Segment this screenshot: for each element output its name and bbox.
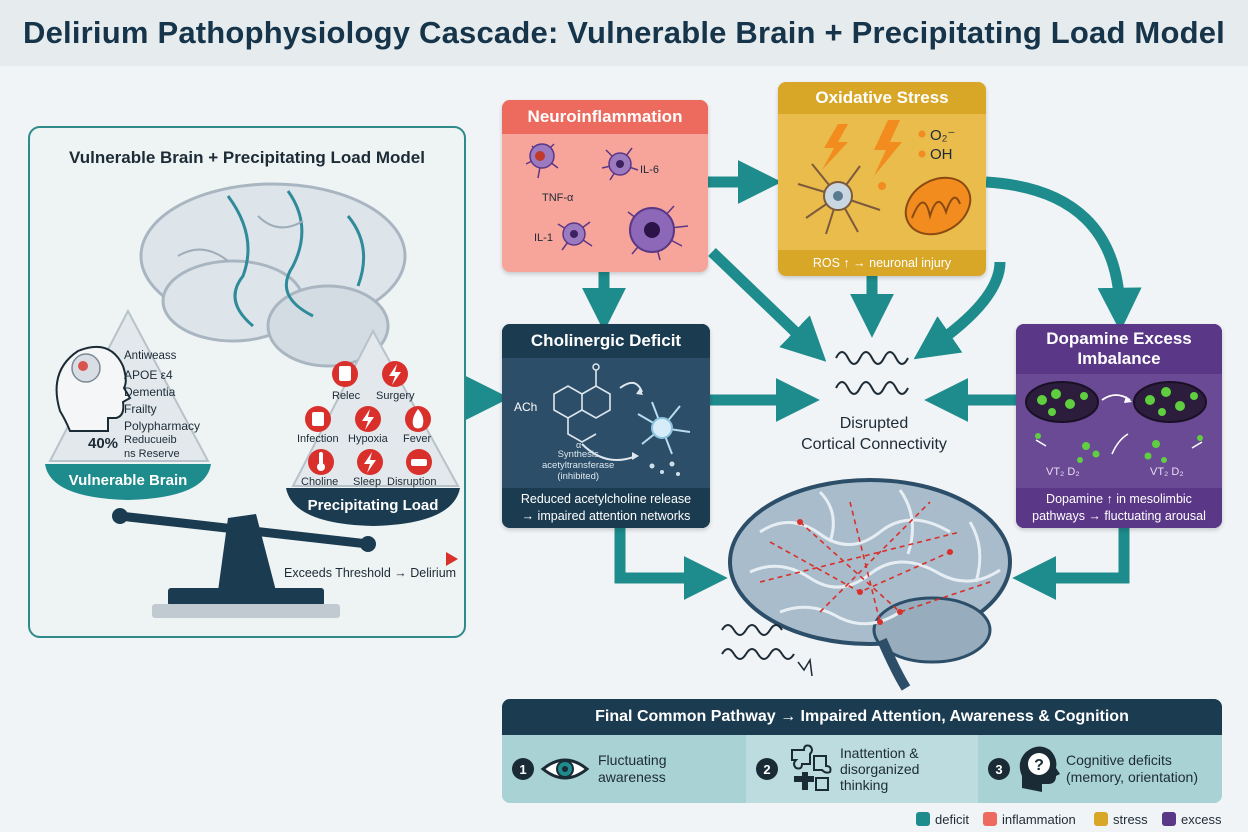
eye-icon: [540, 758, 590, 780]
il1-label: IL-1: [534, 232, 553, 244]
microglia-illustration: [525, 143, 689, 261]
title-bar: Delirium Pathophysiology Cascade: Vulner…: [0, 0, 1248, 66]
legend-label: stress: [1113, 811, 1148, 827]
precip-item-disruption: Disruption: [387, 476, 437, 488]
pathway-text-2: Inattention & disorganized thinking: [840, 744, 920, 794]
arrow-dopamine-to-brain: [1012, 528, 1130, 600]
dopamine-excess-box: Dopamine Excess Imbalance VT₂ D₂ VT₂ D₂ …: [1016, 324, 1222, 528]
vulnerable-pan: [45, 464, 211, 500]
legend-inflammation: inflammation: [983, 810, 1076, 828]
scale-illustration: [45, 182, 460, 618]
legend-swatch: [983, 812, 997, 826]
mitochondria-icon: [904, 176, 972, 236]
legend-stress: stress: [1094, 810, 1148, 828]
precipitating-icons: [305, 361, 432, 475]
pathway-number-3: 3: [988, 758, 1010, 780]
cholinergic-deficit-box: Cholinergic Deficit ACh α Synthesis acet…: [502, 324, 710, 528]
enzyme-mark: α: [576, 440, 582, 450]
precipitating-load-label: Precipitating Load: [307, 497, 439, 514]
precip-item-surgery: Surgery: [376, 390, 415, 402]
pathway-item-3: 3 ? Cognitive deficits (memory, orientat…: [978, 735, 1222, 803]
pathway-item-2: 2 Inattention & disorganized thinking: [746, 735, 978, 803]
legend-excess: excess: [1162, 810, 1221, 828]
svg-text:?: ?: [1034, 757, 1044, 774]
pathway-text-3: Cognitive deficits (memory, orientation): [1066, 752, 1199, 785]
enzyme-label: Synthesis acetyltransferase (inhibited): [542, 449, 615, 482]
cortical-brain-icon: [721, 478, 1012, 691]
final-common-pathway-panel: Final Common Pathway → Impaired Attentio…: [502, 699, 1222, 803]
cholinergic-deficit-title: Cholinergic Deficit: [502, 324, 710, 358]
reserve-text: Reducueib ns Reserve: [124, 434, 180, 460]
receptor-label-right: VT₂ D₂: [1150, 466, 1184, 478]
precip-item-hypoxia: Hypoxia: [348, 433, 388, 445]
ach-label: ACh: [514, 400, 538, 414]
legend-label: deficit: [935, 811, 969, 827]
legend-swatch: [1094, 812, 1108, 826]
legend-swatch: [1162, 812, 1176, 826]
head-question-icon: ?: [1019, 746, 1060, 792]
precip-item-choline: Choline: [301, 476, 339, 488]
pathway-number-1: 1: [512, 758, 534, 780]
synapse-illustration: [1025, 381, 1207, 463]
hydroxyl-label: OH: [930, 146, 953, 163]
legend-deficit: deficit: [916, 810, 969, 828]
page-title: Delirium Pathophysiology Cascade: Vulner…: [23, 15, 1225, 50]
dopamine-excess-footer: Dopamine ↑ in mesolimbic pathways → fluc…: [1016, 488, 1222, 528]
head-silhouette-icon: [55, 346, 132, 432]
precip-item-relec: Relec: [332, 390, 361, 402]
oxidative-stress-footer: ROS ↑ → neuronal injury: [778, 250, 986, 276]
final-pathway-title: Final Common Pathway → Impaired Attentio…: [502, 699, 1222, 735]
scale-fulcrum: [218, 514, 276, 591]
arrow-cholinergic-to-brain: [614, 528, 728, 600]
precip-item-infection: Infection: [297, 433, 339, 445]
legend-swatch: [916, 812, 930, 826]
threshold-text: Exceeds Threshold → Delirium: [284, 566, 457, 580]
neuroinflammation-box: Neuroinflammation IL-6 TNF-α IL-1: [502, 100, 708, 272]
arrow-neuro-to-center: [708, 248, 827, 362]
pathway-text-1: Fluctuating awareness: [598, 752, 667, 785]
disrupted-connectivity-label: Disrupted Cortical Connectivity: [801, 415, 947, 453]
oxidative-stress-box: Oxidative Stress O₂⁻ OH ROS ↑ → neuronal…: [778, 82, 986, 276]
puzzle-icon: [791, 744, 832, 791]
vulnerable-item-frailty: Frailty: [124, 402, 157, 416]
panel-title: Vulnerable Brain + Precipitating Load Mo…: [69, 148, 425, 167]
vulnerable-brain-label: Vulnerable Brain: [68, 472, 188, 489]
pathway-item-1: 1 Fluctuating awareness: [502, 735, 746, 803]
vulnerable-item-antiweass: Antiweass: [124, 350, 177, 362]
vulnerable-item-polypharmacy: Polypharmacy: [124, 419, 201, 433]
legend-label: inflammation: [1002, 811, 1076, 827]
pathway-number-2: 2: [756, 758, 778, 780]
arrow-oxidative-to-dopamine: [985, 176, 1142, 332]
superoxide-label: O₂⁻: [930, 127, 956, 144]
reserve-percent: 40%: [88, 435, 119, 452]
il6-label: IL-6: [640, 164, 659, 176]
brain-icon: [139, 182, 407, 368]
wave-icon: [835, 351, 909, 395]
dopamine-excess-title: Dopamine Excess Imbalance: [1016, 324, 1222, 374]
neuroinflammation-title: Neuroinflammation: [502, 100, 708, 134]
acetylcholine-illustration: [553, 363, 691, 476]
precip-item-fever: Fever: [403, 433, 432, 445]
arrow-oxidative-to-center: [913, 261, 1006, 360]
receptor-label-left: VT₂ D₂: [1046, 466, 1080, 478]
precipitating-load-pan: [286, 488, 460, 526]
cholinergic-deficit-footer: Reduced acetylcholine release → impaired…: [502, 488, 710, 528]
neuron-mitochondria-illustration: [797, 120, 972, 236]
legend-label: excess: [1181, 811, 1222, 827]
precip-item-sleep: Sleep: [353, 476, 382, 488]
tnf-label: TNF-α: [542, 192, 574, 204]
vulnerable-item-apoe: APOE ε4: [124, 368, 173, 382]
oxidative-stress-title: Oxidative Stress: [778, 82, 986, 114]
vulnerable-item-dementia: Dementia: [124, 385, 176, 399]
